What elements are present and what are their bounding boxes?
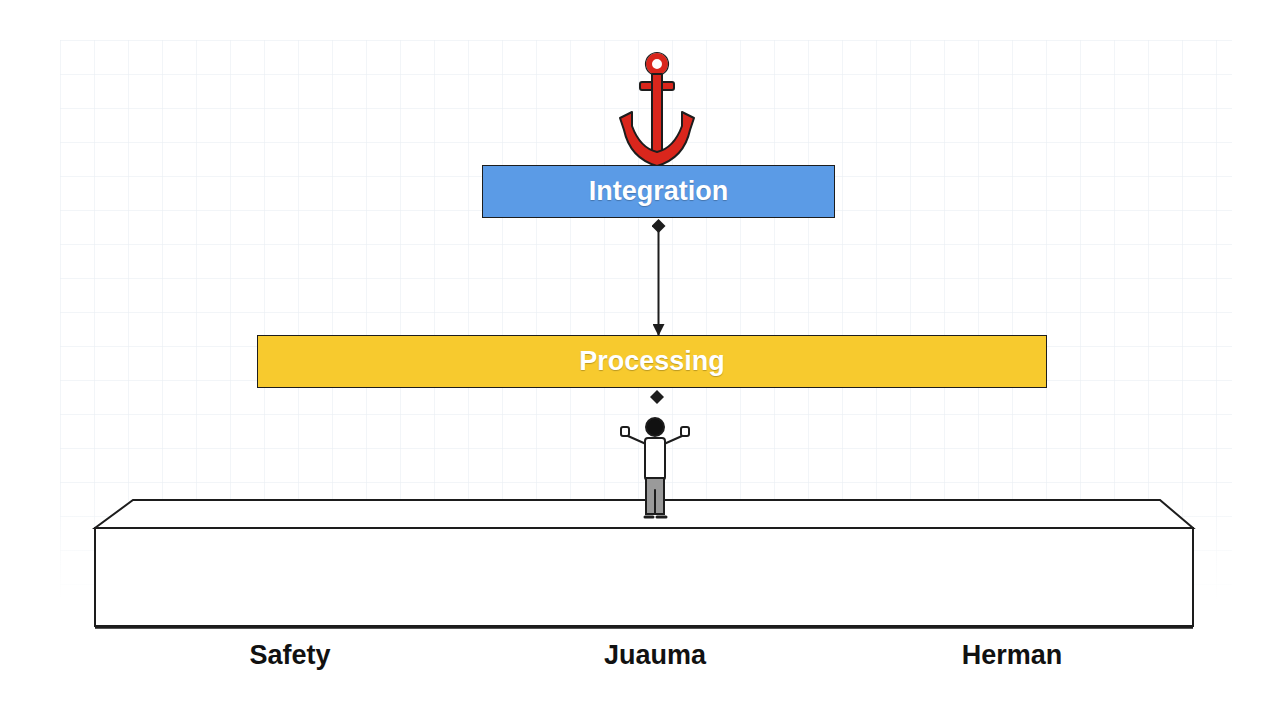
process-box: Processing bbox=[257, 335, 1047, 388]
box-label: Integration bbox=[589, 176, 729, 207]
person-figure bbox=[621, 418, 689, 517]
process-box: Integration bbox=[482, 165, 835, 218]
grid-fade bbox=[60, 40, 1232, 600]
grid-background bbox=[60, 40, 1232, 600]
platform-slab bbox=[95, 500, 1193, 627]
anchor-symbol bbox=[620, 53, 694, 167]
platform-label: Safety bbox=[249, 640, 330, 671]
flow-arrow bbox=[658, 226, 659, 335]
connector-line bbox=[658, 226, 660, 335]
platform-label: Herman bbox=[962, 640, 1063, 671]
platform-label: Juauma bbox=[604, 640, 706, 671]
connector-diamond bbox=[650, 390, 664, 404]
box-label: Processing bbox=[579, 346, 725, 377]
